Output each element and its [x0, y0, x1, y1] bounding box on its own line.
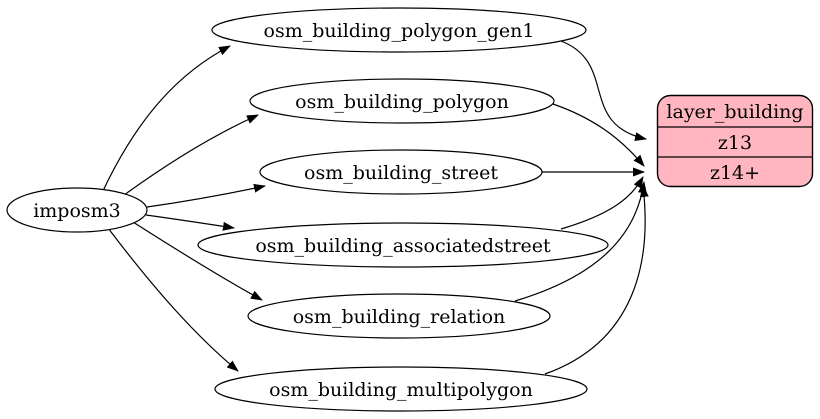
edge-layer	[101, 40, 649, 375]
layer-building-row-z13: z13	[718, 132, 752, 154]
osm-building-multipolygon-label: osm_building_multipolygon	[269, 379, 533, 401]
edge-osm-building-associatedstreet-to-layer-building-z14	[560, 176, 644, 230]
osm-building-relation-ellipse	[247, 293, 551, 339]
table-node-osm-building-associatedstreet: osm_building_associatedstreet	[197, 222, 609, 268]
osm-building-polygon-ellipse	[249, 78, 555, 124]
edge-imposm3-to-osm-building-associatedstreet	[145, 214, 235, 231]
osm-building-street-ellipse	[259, 149, 543, 195]
osm-building-associatedstreet-label: osm_building_associatedstreet	[255, 235, 551, 257]
layer-building-node: layer_building z13 z14+	[656, 94, 814, 188]
edge-imposm3-to-osm-building-polygon	[119, 114, 259, 199]
edge-imposm3-to-osm-building-multipolygon	[107, 227, 239, 372]
osm-building-polygon-label: osm_building_polygon	[295, 91, 509, 113]
layer-building-rect	[656, 94, 814, 188]
source-node-imposm3: imposm3	[6, 187, 148, 233]
table-node-osm-building-multipolygon: osm_building_multipolygon	[214, 366, 588, 412]
edge-osm-building-relation-to-layer-building-z14	[514, 181, 647, 302]
table-node-osm-building-street: osm_building_street	[259, 149, 543, 195]
table-node-osm-building-polygon-gen1: osm_building_polygon_gen1	[211, 7, 587, 53]
table-node-osm-building-polygon: osm_building_polygon	[249, 78, 555, 124]
layer-building-title: layer_building	[666, 101, 803, 123]
imposm3-ellipse	[6, 187, 148, 233]
osm-building-associatedstreet-ellipse	[197, 222, 609, 268]
edge-osm-building-polygon-gen1-to-layer-building-z13	[560, 40, 647, 142]
imposm3-label: imposm3	[33, 200, 121, 222]
edge-imposm3-to-osm-building-polygon-gen1	[101, 45, 231, 194]
osm-building-relation-label: osm_building_relation	[293, 306, 506, 328]
osm-building-multipolygon-ellipse	[214, 366, 588, 412]
edge-imposm3-to-osm-building-relation	[132, 221, 263, 301]
osm-building-street-label: osm_building_street	[304, 162, 498, 184]
edge-osm-building-multipolygon-to-layer-building-z14	[544, 185, 649, 375]
layer-building-row-z14: z14+	[710, 162, 760, 184]
edge-osm-building-polygon-to-layer-building-z14	[552, 103, 645, 167]
osm-building-polygon-gen1-label: osm_building_polygon_gen1	[264, 20, 535, 42]
osm-building-polygon-gen1-ellipse	[211, 7, 587, 53]
table-node-osm-building-relation: osm_building_relation	[247, 293, 551, 339]
edge-imposm3-to-osm-building-street	[146, 183, 266, 208]
